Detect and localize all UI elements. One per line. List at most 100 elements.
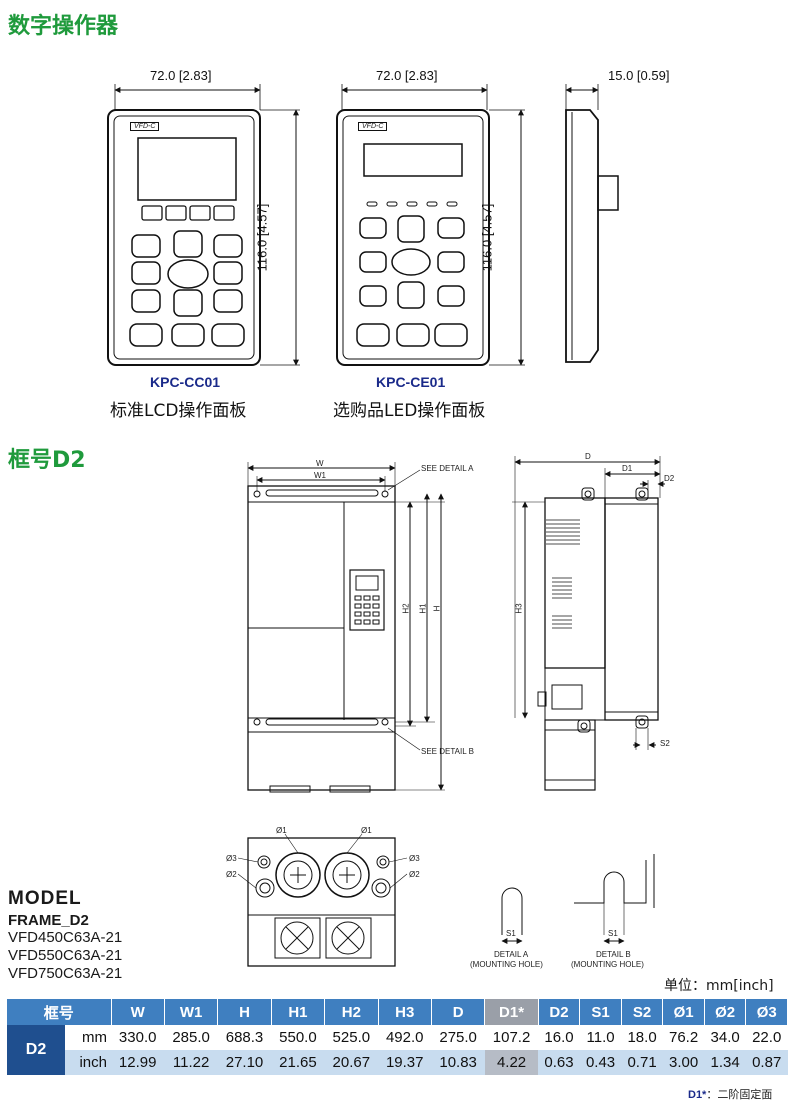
keypad2-width-label: 72.0 [2.83] [376, 68, 438, 83]
table-cell: 11.22 [164, 1050, 218, 1075]
table-cell: 12.99 [111, 1050, 165, 1075]
dim-label-h3: H3 [514, 603, 524, 614]
table-cell: 285.0 [164, 1025, 218, 1050]
col-header: H3 [378, 999, 432, 1025]
dim-label-w: W [316, 459, 324, 468]
dim-label-h1: H1 [418, 603, 428, 614]
detail-a-subtitle: (MOUNTING HOLE) [470, 960, 543, 969]
col-header: D [431, 999, 486, 1025]
keypad1-brand-logo: VFD-C [130, 122, 160, 131]
detail-b-drawing [574, 854, 655, 944]
model-heading: MODEL [8, 888, 82, 909]
col-header: Ø2 [704, 999, 747, 1025]
table-cell: 492.0 [378, 1025, 432, 1050]
keypad-kpc-cc01-drawing [107, 84, 300, 366]
table-cell: 107.2 [484, 1025, 539, 1050]
table-cell: 10.83 [431, 1050, 485, 1075]
table-row: inch 12.99 11.22 27.10 21.65 20.67 19.37… [7, 1050, 788, 1075]
col-header: H1 [271, 999, 326, 1025]
col-header: Ø1 [662, 999, 705, 1025]
keypad2-brand-logo: VFD-C [358, 122, 388, 131]
table-cell: 688.3 [217, 1025, 272, 1050]
unit-note: 单位：mm[inch] [664, 978, 774, 994]
detail-a-title: DETAIL A [494, 950, 529, 959]
detail-a-drawing [501, 887, 523, 944]
table-cell: 34.0 [704, 1025, 746, 1050]
frame-cell: D2 [7, 1025, 65, 1075]
dim-label-phi3-right: Ø3 [409, 854, 420, 863]
table-cell: 11.0 [579, 1025, 622, 1050]
keypad-side-view-drawing [565, 84, 619, 363]
see-detail-b-label: SEE DETAIL B [421, 747, 474, 756]
dim-label-phi1-right: Ø1 [361, 826, 372, 835]
model-item: VFD550C63A-21 [8, 947, 123, 964]
table-cell: 76.2 [662, 1025, 705, 1050]
col-header: H [217, 999, 272, 1025]
col-header: W [111, 999, 165, 1025]
col-header: S2 [621, 999, 664, 1025]
table-header-row: 框号 W W1 H H1 H2 H3 D D1* D2 S1 S2 Ø1 Ø2 … [7, 999, 788, 1025]
dim-label-d: D [585, 452, 591, 461]
table-cell: 3.00 [662, 1050, 705, 1075]
keypad1-desc: 标准LCD操作面板 [110, 401, 247, 421]
keypad-kpc-ce01-drawing [336, 84, 525, 366]
dim-label-h2: H2 [401, 603, 411, 614]
table-cell: 16.0 [538, 1025, 580, 1050]
model-item: VFD750C63A-21 [8, 965, 123, 982]
dim-label-phi3-left: Ø3 [226, 854, 237, 863]
table-row: D2 mm 330.0 285.0 688.3 550.0 525.0 492.… [7, 1025, 788, 1075]
dim-label-phi1-left: Ø1 [276, 826, 287, 835]
table-cell: 0.63 [538, 1050, 580, 1075]
table-cell: 18.0 [621, 1025, 663, 1050]
keypad2-desc: 选购品LED操作面板 [333, 401, 486, 421]
keypad1-height-label: 116.0 [4.57] [254, 203, 270, 272]
keypad1-width-label: 72.0 [2.83] [150, 68, 212, 83]
section-title-frame: 框号D2 [8, 448, 86, 473]
dimension-table: 框号 W W1 H H1 H2 H3 D D1* D2 S1 S2 Ø1 Ø2 … [7, 999, 788, 1075]
table-cell: 4.22 [484, 1050, 539, 1075]
detail-a-s1-label: S1 [506, 929, 516, 938]
table-cell: 0.43 [579, 1050, 622, 1075]
table-cell: 275.0 [431, 1025, 485, 1050]
footnote: D1*：二阶固定面 [688, 1086, 772, 1102]
dim-label-phi2-left: Ø2 [226, 870, 237, 879]
dim-label-s2: S2 [660, 739, 670, 748]
table-cell: 525.0 [324, 1025, 379, 1050]
table-cell: 21.65 [271, 1050, 325, 1075]
keypad1-model: KPC-CC01 [150, 374, 221, 390]
drive-front-view-drawing [247, 462, 445, 793]
footnote-text: ：二阶固定面 [706, 1088, 773, 1101]
table-cell: 1.34 [704, 1050, 746, 1075]
table-cell: 22.0 [745, 1025, 788, 1050]
table-cell: 0.71 [621, 1050, 663, 1075]
table-cell: 550.0 [271, 1025, 325, 1050]
col-header: S1 [579, 999, 622, 1025]
detail-b-s1-label: S1 [608, 929, 618, 938]
detail-b-subtitle: (MOUNTING HOLE) [571, 960, 644, 969]
col-header: D2 [538, 999, 581, 1025]
table-corner-header: 框号 [7, 999, 112, 1025]
table-cell: 19.37 [378, 1050, 432, 1075]
col-header: H2 [324, 999, 379, 1025]
footnote-key: D1* [688, 1089, 707, 1101]
table-cell: 20.67 [324, 1050, 379, 1075]
dim-label-w1: W1 [314, 471, 326, 480]
col-header: W1 [164, 999, 219, 1025]
unit-cell: mm [65, 1025, 111, 1050]
keypad2-height-label: 116.0 [4.57] [479, 203, 495, 272]
col-header: D1* [484, 999, 539, 1025]
keypad2-model: KPC-CE01 [376, 374, 446, 390]
table-cell: 0.87 [745, 1050, 788, 1075]
dim-label-d1: D1 [622, 464, 633, 473]
see-detail-a-label: SEE DETAIL A [421, 464, 474, 473]
model-block: MODEL FRAME_D2 VFD450C63A-21 VFD550C63A-… [8, 888, 122, 983]
frame-label: FRAME_D2 [8, 912, 89, 929]
keypad-depth-label: 15.0 [0.59] [608, 68, 670, 83]
drive-bottom-view-drawing [237, 833, 408, 967]
dim-label-phi2-right: Ø2 [409, 870, 420, 879]
dim-label-h: H [432, 605, 442, 612]
detail-b-title: DETAIL B [596, 950, 631, 959]
dim-label-d2: D2 [664, 474, 675, 483]
section-title-keypad: 数字操作器 [8, 14, 119, 39]
